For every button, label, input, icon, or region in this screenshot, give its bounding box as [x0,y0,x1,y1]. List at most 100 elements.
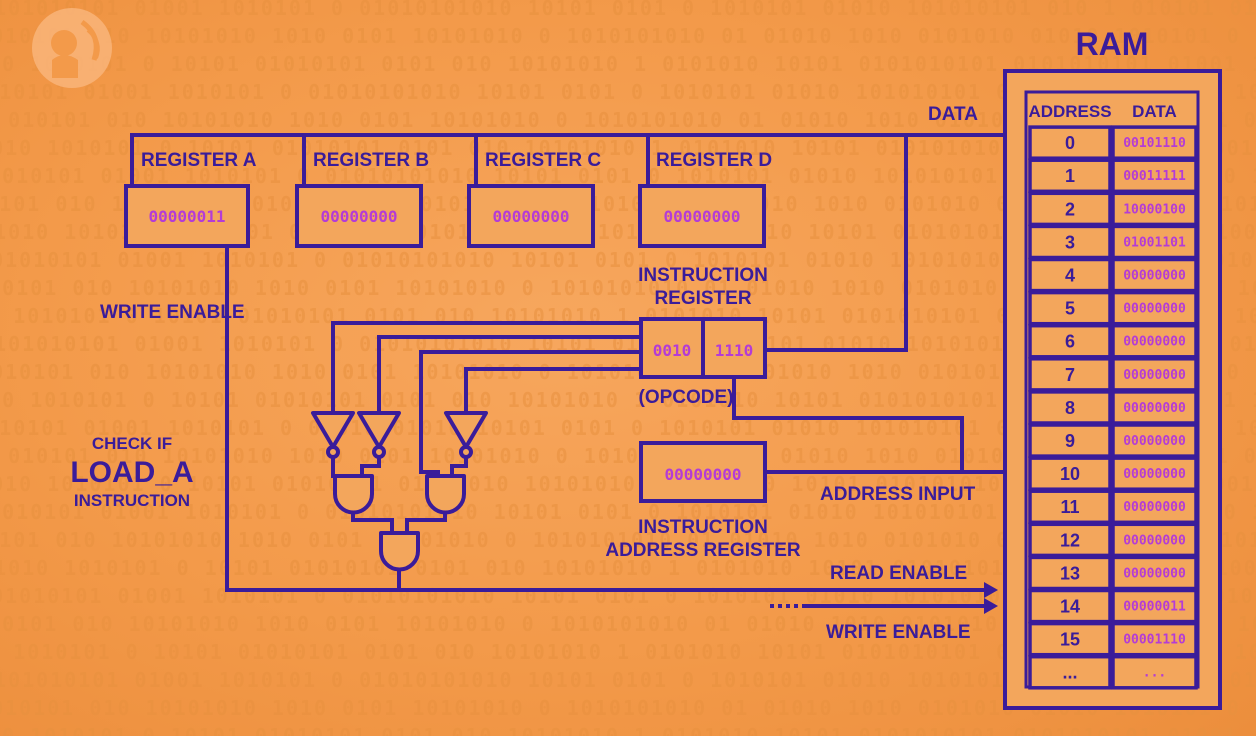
opcode-wires [331,321,643,474]
ram-address: 15 [1060,630,1080,650]
ram-address-cell [1028,621,1112,657]
binary-background-row: 0101010101 01001 1010101 0 01010101010 1… [0,0,1256,20]
ram-address-cell [1028,323,1112,359]
opcode-value: 0010 [653,341,692,360]
and-gate-3 [379,531,420,572]
ram-data-cell [1111,489,1198,525]
ram-address-cell [1028,390,1112,425]
ram-header-data: DATA [1132,102,1177,121]
ram-data-value: 00000000 [1123,401,1186,416]
ram-address-cell [1028,290,1112,326]
ram-data-value: 00011111 [1123,169,1186,184]
ram-data-cell [1111,555,1198,591]
ram-address: ... [1062,663,1077,683]
instruction-address-register [639,441,767,503]
register-c-label: REGISTER C [485,150,601,171]
ram-data-value: 10000100 [1123,202,1186,217]
ram-data-cell [1111,390,1198,425]
instruction-register [639,317,767,379]
register-d-value: 00000000 [663,207,740,226]
ram-address: 4 [1065,266,1075,286]
register-b-value: 00000000 [320,207,397,226]
ram-address-cell [1028,257,1112,293]
read-enable-line [225,244,992,592]
ram-address: 10 [1060,464,1080,484]
ram-address-cell [1028,423,1112,458]
ram-data-value: 00000000 [1123,302,1186,317]
ram-data-cell [1111,456,1198,491]
ram-address: 12 [1060,530,1080,550]
ram-header-address: ADDRESS [1028,102,1111,121]
register-a-value: 00000011 [148,207,225,226]
ram-address-cell [1028,588,1112,624]
instruction-register-label-1: INSTRUCTION [638,265,768,286]
iar-label-2: ADDRESS REGISTER [605,540,801,561]
ram-data-value: 00001110 [1123,633,1186,648]
ram-data-value: 00000011 [1123,600,1186,615]
check-if-label: CHECK IF [92,434,172,453]
ram-data-value: 00000000 [1123,533,1186,548]
ram-data-value: 00000000 [1123,335,1186,350]
register-d-label: REGISTER D [656,150,772,171]
ram-address: 1 [1065,166,1075,186]
and-gate-2 [425,474,466,515]
ram-address-cell [1028,125,1112,160]
ram-address: 6 [1065,332,1075,352]
ram-address-cell [1028,357,1112,392]
register-d [638,184,766,248]
address-input-label: ADDRESS INPUT [820,484,976,505]
ram-data-cell [1111,621,1198,657]
binary-background-row: 1 010101 010 10101010 1010 0101 10101010… [0,24,1256,48]
ram-data-value: ... [1143,666,1166,681]
data-bus-label: DATA [928,104,978,125]
ram-address: 8 [1065,398,1075,418]
ram-data-cell [1111,224,1198,260]
not-gate-3 [444,411,488,459]
instruction-register-label-2: REGISTER [654,288,751,309]
ram-data-cell [1111,290,1198,326]
register-a-label: REGISTER A [141,150,257,171]
ram-address: 14 [1060,597,1080,617]
ram-data-cell [1111,323,1198,359]
ram-address: 7 [1065,365,1075,385]
ram-address: 13 [1060,563,1080,583]
ram-address-cell [1028,489,1112,525]
ram-address-cell [1028,555,1112,591]
ram-data-value: 00000000 [1123,434,1186,449]
write-enable-arrow [984,598,998,614]
ram-data-value: 00000000 [1123,368,1186,383]
ram-data-value: 00000000 [1123,500,1186,515]
not-gate-1 [311,411,355,459]
iar-value: 00000000 [664,465,741,484]
read-enable-arrow [984,582,998,598]
register-b-label: REGISTER B [313,150,429,171]
opcode-label: (OPCODE) [639,387,734,408]
write-enable-dots [770,604,806,608]
ram-data-value: 00000000 [1123,467,1186,482]
ram-title: RAM [1076,26,1149,62]
ram-data-cell [1111,654,1198,690]
register-c-value: 00000000 [492,207,569,226]
load-a-label: LOAD_A [70,456,193,489]
register-b [295,184,423,248]
ram-address-cell [1028,654,1112,690]
data-bus [130,133,1007,352]
instruction-label: INSTRUCTION [74,491,190,510]
ram-data-value: 00000000 [1123,566,1186,581]
ram-data-cell [1111,588,1198,624]
ram-address: 0 [1065,133,1075,153]
ram-address-cell [1028,456,1112,491]
ram-address-cell [1028,158,1112,194]
ram-data-cell [1111,357,1198,392]
ram-address: 5 [1065,299,1075,319]
ram-address-cell [1028,522,1112,558]
ram-address: 11 [1060,497,1079,517]
not-gate-2 [357,411,401,459]
ram-data-value: 00101110 [1123,136,1186,151]
ram-data-cell [1111,257,1198,293]
register-a [124,184,250,248]
instruction-address-value: 1110 [715,341,754,360]
